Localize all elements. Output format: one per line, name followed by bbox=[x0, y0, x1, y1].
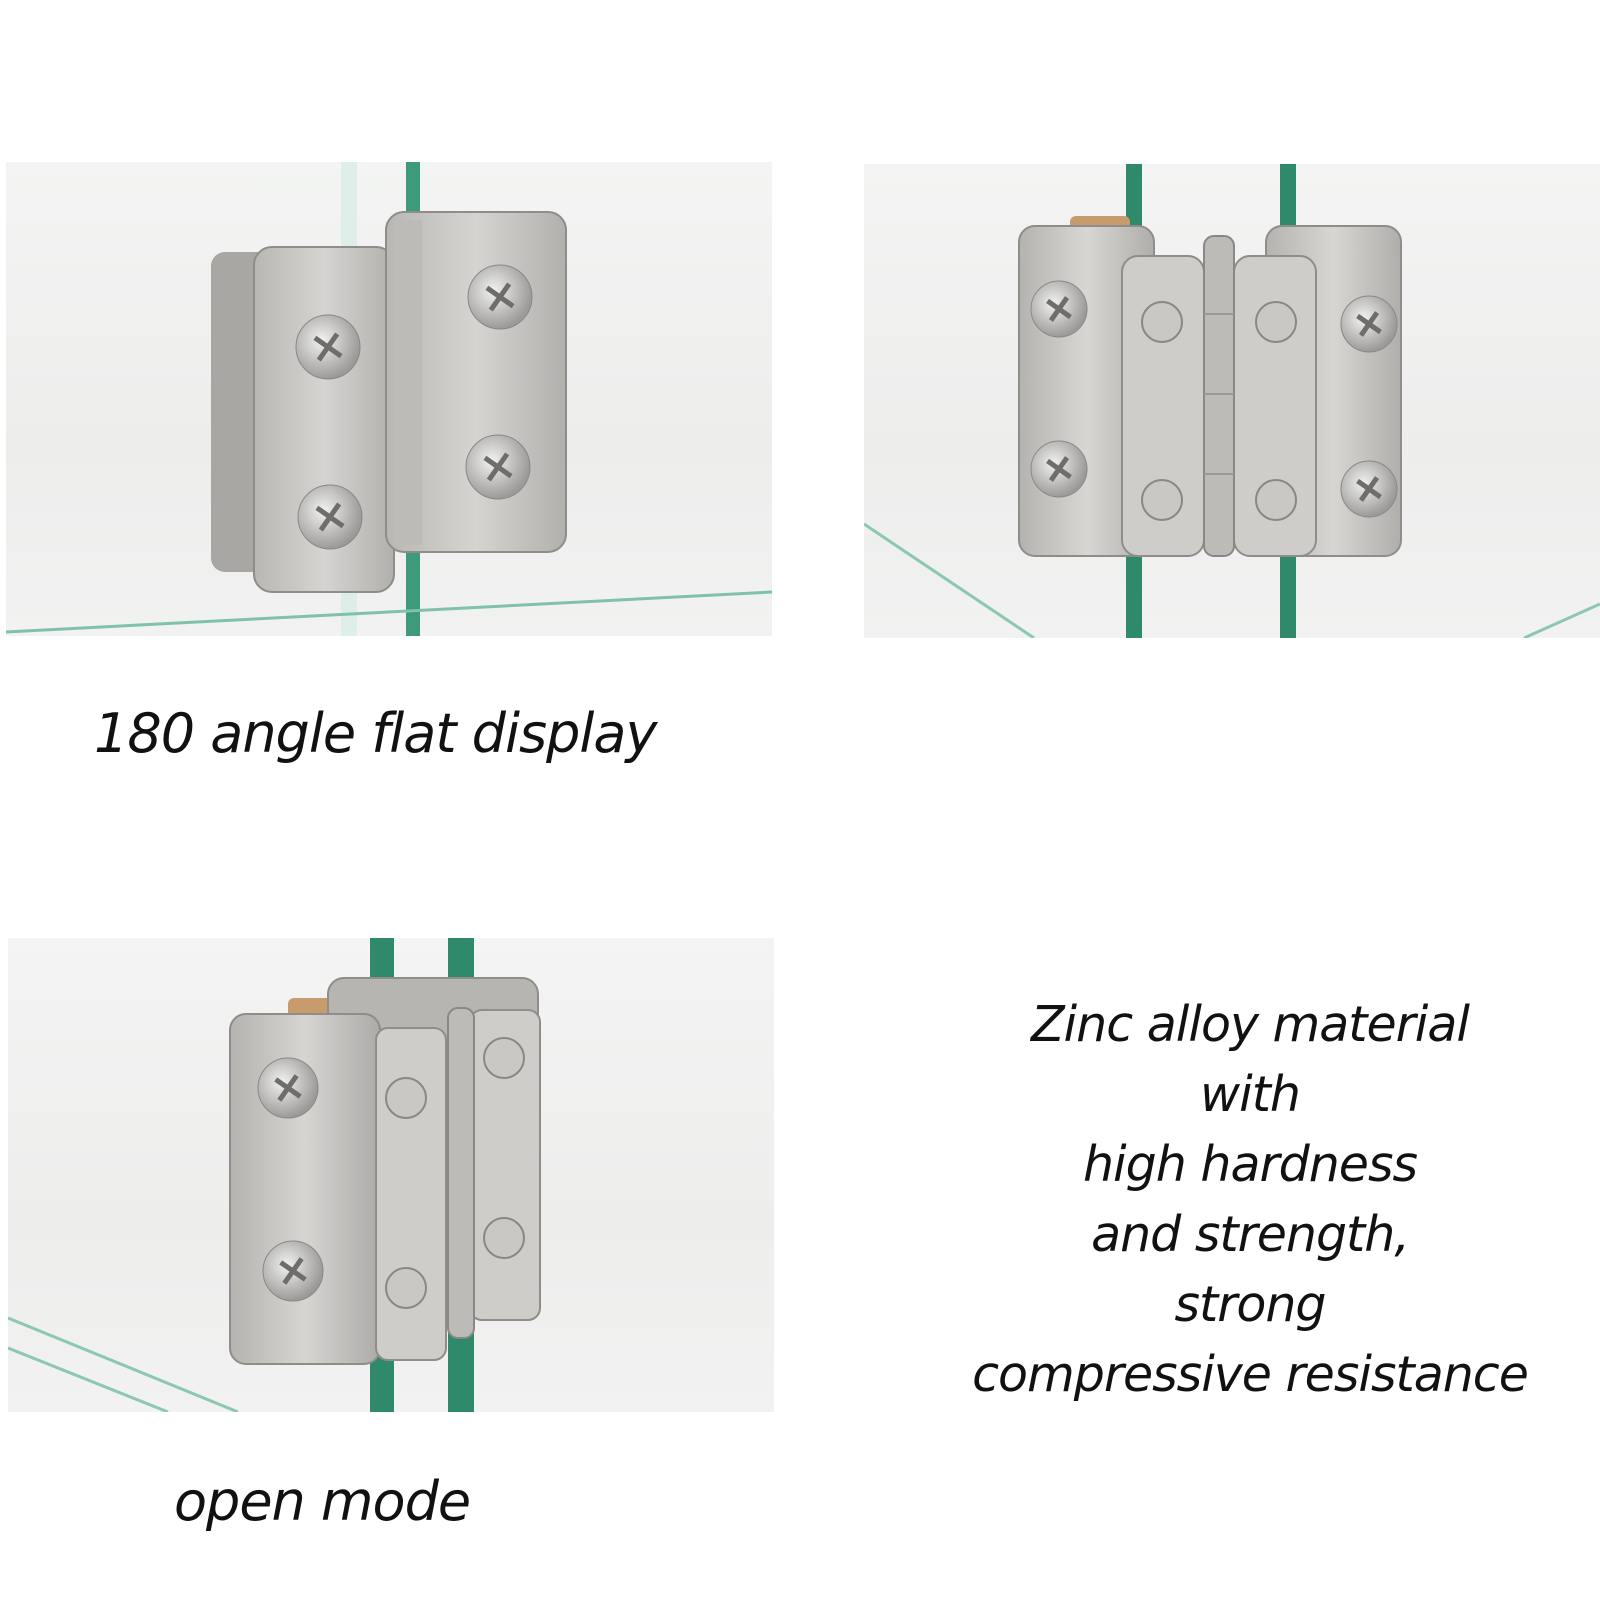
hinge-open-illustration bbox=[8, 938, 541, 1412]
screw-icon bbox=[295, 314, 361, 380]
caption-flat-display: 180 angle flat display bbox=[94, 702, 657, 765]
screw-icon bbox=[1340, 460, 1398, 518]
hinge-photo-back-view bbox=[864, 164, 1600, 638]
description-line: compressive resistance bbox=[972, 1346, 1529, 1403]
material-description: Zinc alloy material with high hardness a… bbox=[900, 990, 1600, 1410]
screw-icon bbox=[257, 1057, 319, 1119]
hinge-flat-illustration bbox=[6, 162, 772, 636]
screw-icon bbox=[1030, 440, 1088, 498]
caption-open-mode: open mode bbox=[174, 1470, 471, 1533]
screw-icon bbox=[1030, 280, 1088, 338]
description-line: high hardness bbox=[1083, 1136, 1418, 1193]
screw-icon bbox=[262, 1240, 324, 1302]
screw-icon bbox=[465, 434, 531, 500]
hinge-photo-flat-display bbox=[6, 162, 772, 636]
screw-icon bbox=[297, 484, 363, 550]
screw-icon bbox=[467, 264, 533, 330]
description-line: and strength, bbox=[1091, 1206, 1410, 1263]
description-line: with bbox=[1200, 1066, 1301, 1123]
description-line: Zinc alloy material bbox=[1030, 996, 1470, 1053]
hinge-photo-open-mode bbox=[8, 938, 774, 1412]
hinge-back-illustration bbox=[864, 164, 1600, 638]
screw-icon bbox=[1340, 295, 1398, 353]
description-line: strong bbox=[1174, 1276, 1326, 1333]
